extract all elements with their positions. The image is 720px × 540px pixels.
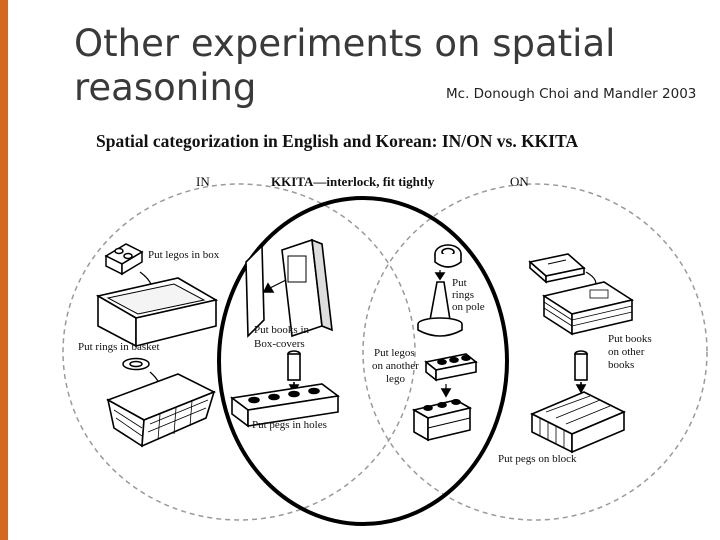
citation: Mc. Donough Choi and Mandler 2003 [446,86,697,102]
label-books-on-books-3: books [608,359,634,371]
slide-accent-bar [0,0,8,540]
label-legos-in-box: Put legos in box [148,249,220,261]
label-books-box-covers-1: Put books in [254,324,310,336]
slide-title-line-1: Other experiments on spatial [74,22,616,65]
label-rings-on-pole-3: on pole [452,301,485,313]
label-rings-on-pole-1: Put [452,277,467,289]
label-books-on-books-1: Put books [608,333,652,345]
label-books-on-books-2: on other [608,346,645,358]
on-header: ON [510,174,529,189]
ring-illustration [122,357,150,371]
label-pegs-in-holes: Put pegs in holes [252,419,327,431]
label-books-box-covers-2: Box-covers [254,338,305,350]
kkita-circle [217,196,509,526]
peg-on-block-illustration [574,350,588,394]
figure-caption: Spatial categorization in English and Ko… [96,131,579,151]
single-book-illustration [528,253,586,284]
slide-title: Other experiments on spatial reasoning [74,22,615,110]
pole-illustration [417,281,463,337]
lego-stack-illustration [411,353,478,442]
slide-title-line-2: reasoning [74,66,257,109]
in-circle [62,183,416,521]
label-rings-on-pole-2: rings [452,289,474,301]
basket-illustration [106,373,216,448]
open-box-illustration [95,277,219,348]
kkita-header: KKITA—interlock, fit tightly [271,174,435,189]
wood-block-illustration [530,391,626,454]
label-legos-on-lego-2: on another [372,360,419,372]
book-stack-illustration [541,281,635,336]
book-box-cover-illustration [245,238,333,338]
label-legos-on-lego-1: Put legos [374,347,415,359]
arrowhead [262,282,275,293]
label-legos-on-lego-3: lego [386,373,405,385]
block-with-holes-illustration [230,383,340,428]
lego-brick-illustration [104,243,144,276]
in-header: IN [196,174,210,189]
ring-on-pole-illustration [434,244,462,281]
label-pegs-on-block: Put pegs on block [498,453,577,465]
label-rings-in-basket: Put rings in basket [78,341,160,353]
on-circle [362,183,708,521]
peg-illustration [287,350,301,394]
